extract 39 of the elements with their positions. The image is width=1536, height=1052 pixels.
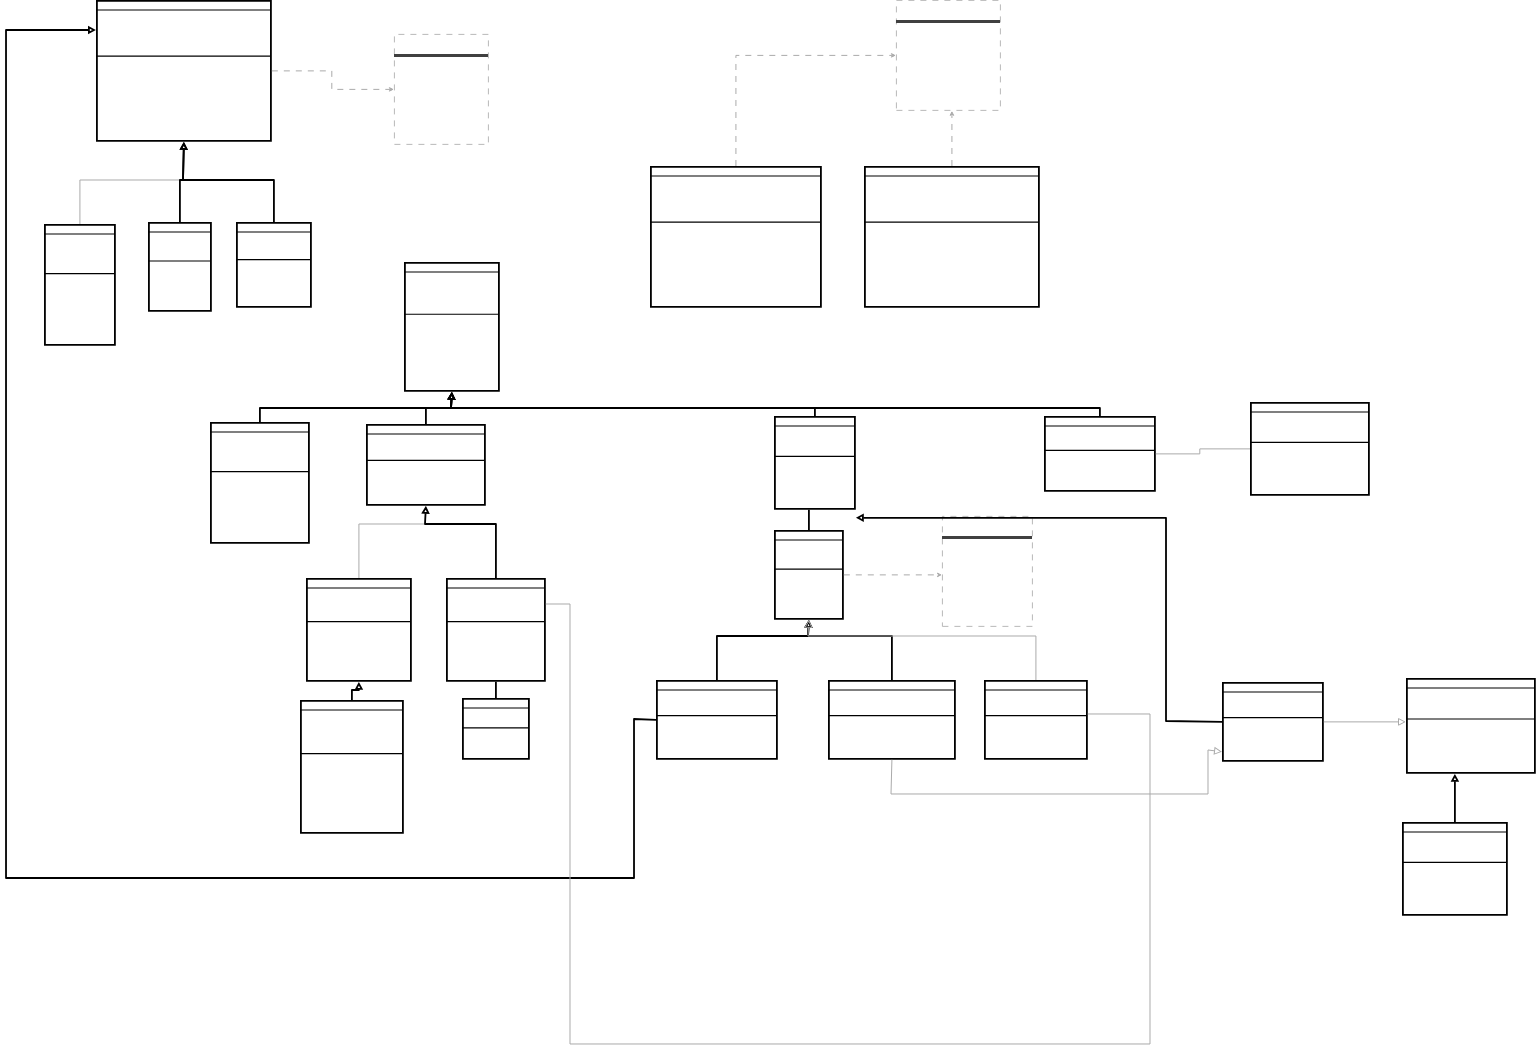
- connector-line: [495, 680, 497, 699]
- arrow: [358, 506, 430, 579]
- interface-box: [896, 0, 1001, 111]
- class-box: [773, 416, 856, 510]
- class-box: [403, 262, 500, 392]
- class-box: [365, 424, 486, 506]
- class-box: [1043, 416, 1156, 492]
- class-box: [773, 530, 844, 620]
- class-box: [655, 680, 778, 760]
- class-box: [1249, 402, 1370, 496]
- interface-box: [394, 34, 489, 145]
- class-box: [147, 222, 212, 312]
- class-box: [1405, 678, 1536, 774]
- interface-box: [942, 516, 1033, 627]
- class-box: [1221, 682, 1324, 762]
- connector-line: [1155, 448, 1251, 455]
- arrow: [804, 620, 1037, 681]
- class-box: [445, 578, 546, 682]
- arrow: [949, 111, 955, 167]
- connector-line: [808, 508, 810, 531]
- class-box: [461, 698, 530, 760]
- class-box: [305, 578, 412, 682]
- class-box: [43, 224, 116, 346]
- class-box: [983, 680, 1088, 760]
- class-box: [95, 0, 272, 142]
- class-box: [235, 222, 312, 308]
- class-box: [1401, 822, 1508, 916]
- arrow: [5, 25, 657, 879]
- arrow: [735, 53, 896, 167]
- arrow: [843, 572, 942, 578]
- arrow: [890, 747, 1222, 795]
- class-box: [863, 166, 1040, 308]
- arrow: [271, 70, 394, 92]
- class-box: [209, 422, 310, 544]
- arrow: [1323, 718, 1406, 726]
- connector-line: [545, 603, 1151, 1045]
- class-box: [827, 680, 956, 760]
- class-box: [649, 166, 822, 308]
- class-box: [299, 700, 404, 834]
